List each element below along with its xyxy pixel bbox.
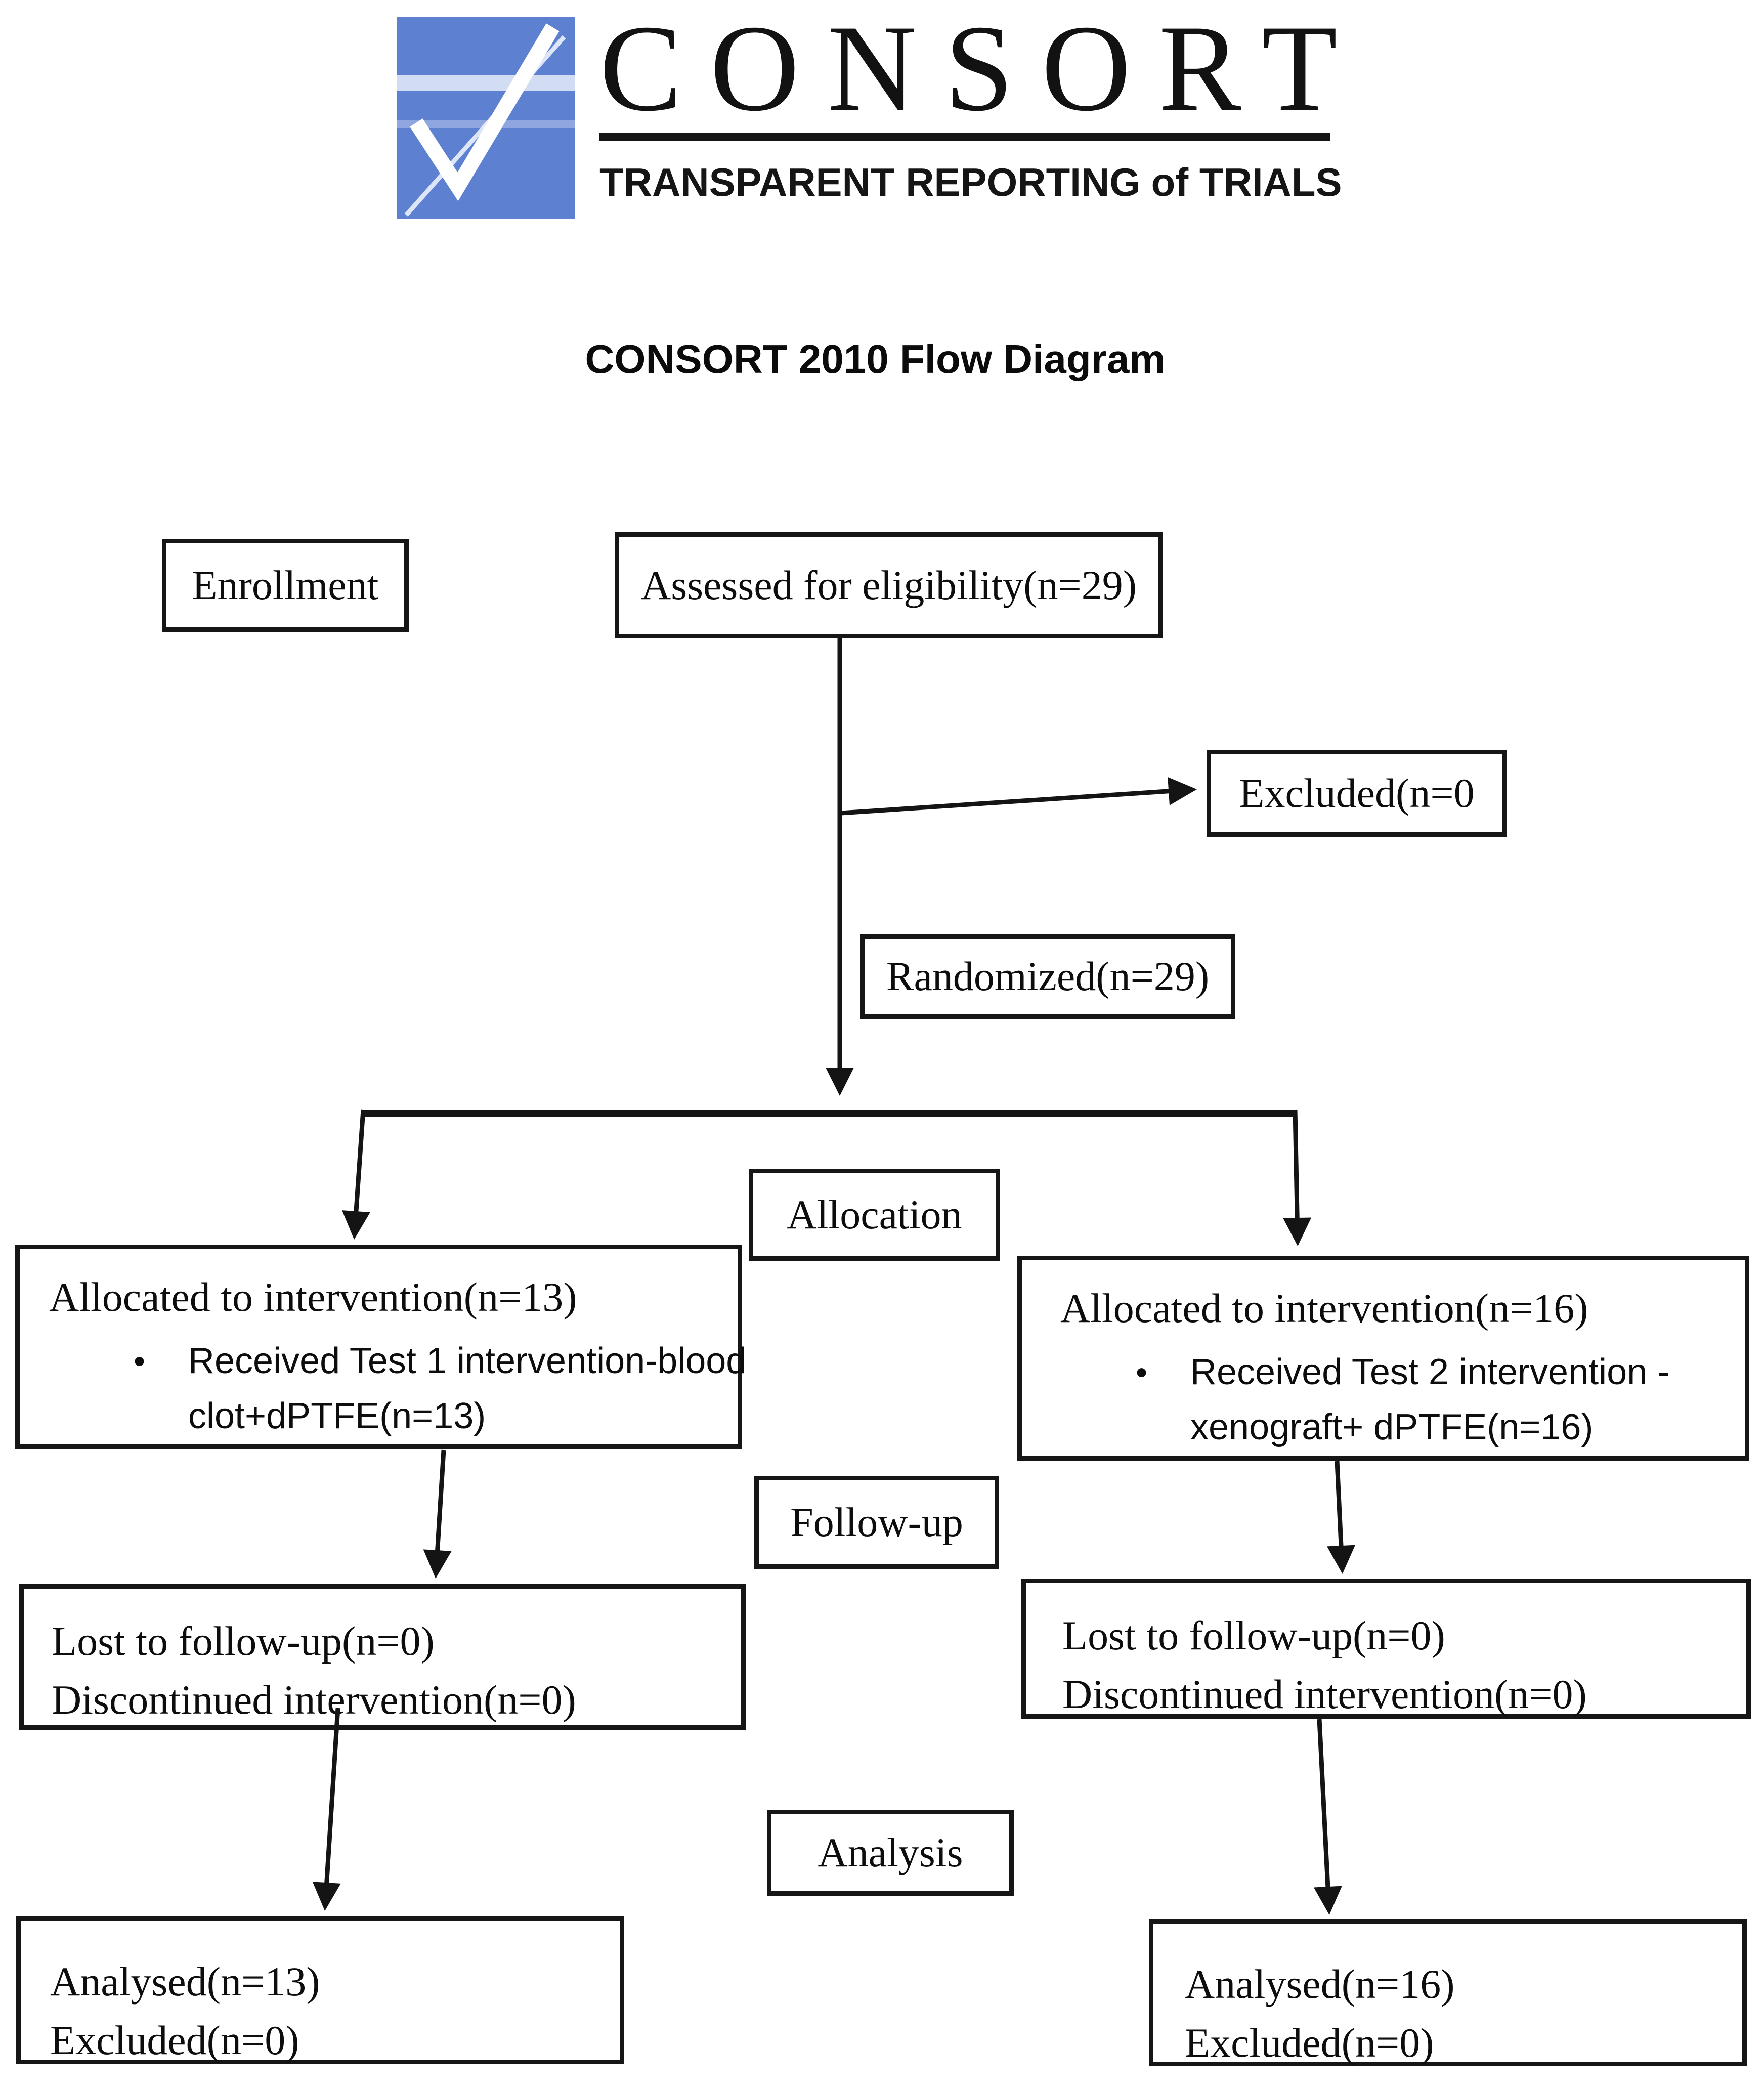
arrow-followup-left-to-analysed-left: [312, 1708, 341, 1911]
box-excluded: Excluded(n=0: [1207, 750, 1507, 837]
stage-box-analysis: Analysis: [767, 1810, 1014, 1896]
excluded-text: Excluded(n=0: [1239, 770, 1475, 816]
consort-tagline: TRANSPARENT REPORTING of TRIALS: [599, 160, 1342, 204]
arrow-branch-to-allocated-left: [341, 1109, 370, 1240]
followup-left-line2: Discontinued intervention(n=0): [52, 1677, 576, 1723]
box-allocated-left: Allocated to intervention(n=13) • Receiv…: [15, 1245, 746, 1449]
analysed-right-line2: Excluded(n=0): [1185, 2020, 1434, 2066]
analysed-left-line2: Excluded(n=0): [50, 2017, 299, 2064]
stage-label-enrollment: Enrollment: [192, 562, 379, 608]
randomized-text: Randomized(n=29): [886, 953, 1210, 999]
stage-label-analysis: Analysis: [818, 1829, 963, 1875]
analysed-left-line1: Analysed(n=13): [50, 1958, 320, 2005]
arrow-to-excluded: [840, 777, 1197, 816]
bullet-icon: •: [1136, 1353, 1148, 1391]
box-randomized: Randomized(n=29): [860, 934, 1235, 1019]
box-followup-right: Lost to follow-up(n=0) Discontinued inte…: [1021, 1579, 1751, 1719]
arrow-followup-right-to-analysed-right: [1313, 1719, 1342, 1915]
stage-label-allocation: Allocation: [787, 1191, 962, 1238]
allocated-right-bullet-line1: Received Test 2 intervention -: [1190, 1351, 1670, 1392]
allocated-left-bullet-line1: Received Test 1 intervention-blood: [188, 1340, 747, 1381]
allocated-right-title: Allocated to intervention(n=16): [1060, 1285, 1588, 1331]
logo-divider: [599, 133, 1330, 141]
followup-right-line1: Lost to follow-up(n=0): [1062, 1612, 1445, 1658]
allocated-left-title: Allocated to intervention(n=13): [49, 1274, 577, 1320]
arrow-branch-to-allocated-right: [1283, 1109, 1312, 1246]
allocated-left-bullet-line2: clot+dPTFE(n=13): [188, 1395, 486, 1436]
allocated-right-bullet-text: Received Test 2 intervention - xenograft…: [1190, 1345, 1669, 1456]
bullet-icon: •: [134, 1342, 146, 1380]
box-analysed-left: Analysed(n=13) Excluded(n=0): [16, 1916, 624, 2064]
allocated-left-bullet-text: Received Test 1 intervention-blood clot+…: [188, 1334, 746, 1444]
allocated-right-bullet-line2: xenograft+ dPTFE(n=16): [1190, 1406, 1594, 1447]
followup-left-line1: Lost to follow-up(n=0): [52, 1618, 435, 1664]
allocated-left-bullet-item: • Received Test 1 intervention-blood clo…: [134, 1334, 746, 1444]
arrow-allocated-left-to-followup-left: [423, 1449, 452, 1579]
stage-box-enrollment: Enrollment: [162, 539, 409, 632]
box-allocated-right: Allocated to intervention(n=16) • Receiv…: [1017, 1256, 1749, 1461]
analysed-right-line1: Analysed(n=16): [1185, 1961, 1455, 2007]
consort-wordmark: CONSORT: [599, 0, 1365, 137]
followup-right-line2: Discontinued intervention(n=0): [1062, 1671, 1587, 1718]
box-assessed: Assessed for eligibility(n=29): [615, 532, 1163, 638]
assessed-text: Assessed for eligibility(n=29): [641, 562, 1137, 608]
allocated-right-bullet-item: • Received Test 2 intervention - xenogra…: [1136, 1345, 1745, 1456]
consort-logo-check-icon: [397, 17, 575, 219]
stage-label-followup: Follow-up: [790, 1499, 963, 1545]
stage-box-followup: Follow-up: [754, 1476, 999, 1569]
diagram-title: CONSORT 2010 Flow Diagram: [585, 336, 1166, 381]
box-analysed-right: Analysed(n=16) Excluded(n=0): [1149, 1919, 1747, 2066]
stage-box-allocation: Allocation: [749, 1169, 1000, 1261]
box-followup-left: Lost to follow-up(n=0) Discontinued inte…: [19, 1584, 746, 1730]
arrow-allocated-right-to-followup-right: [1327, 1461, 1355, 1574]
